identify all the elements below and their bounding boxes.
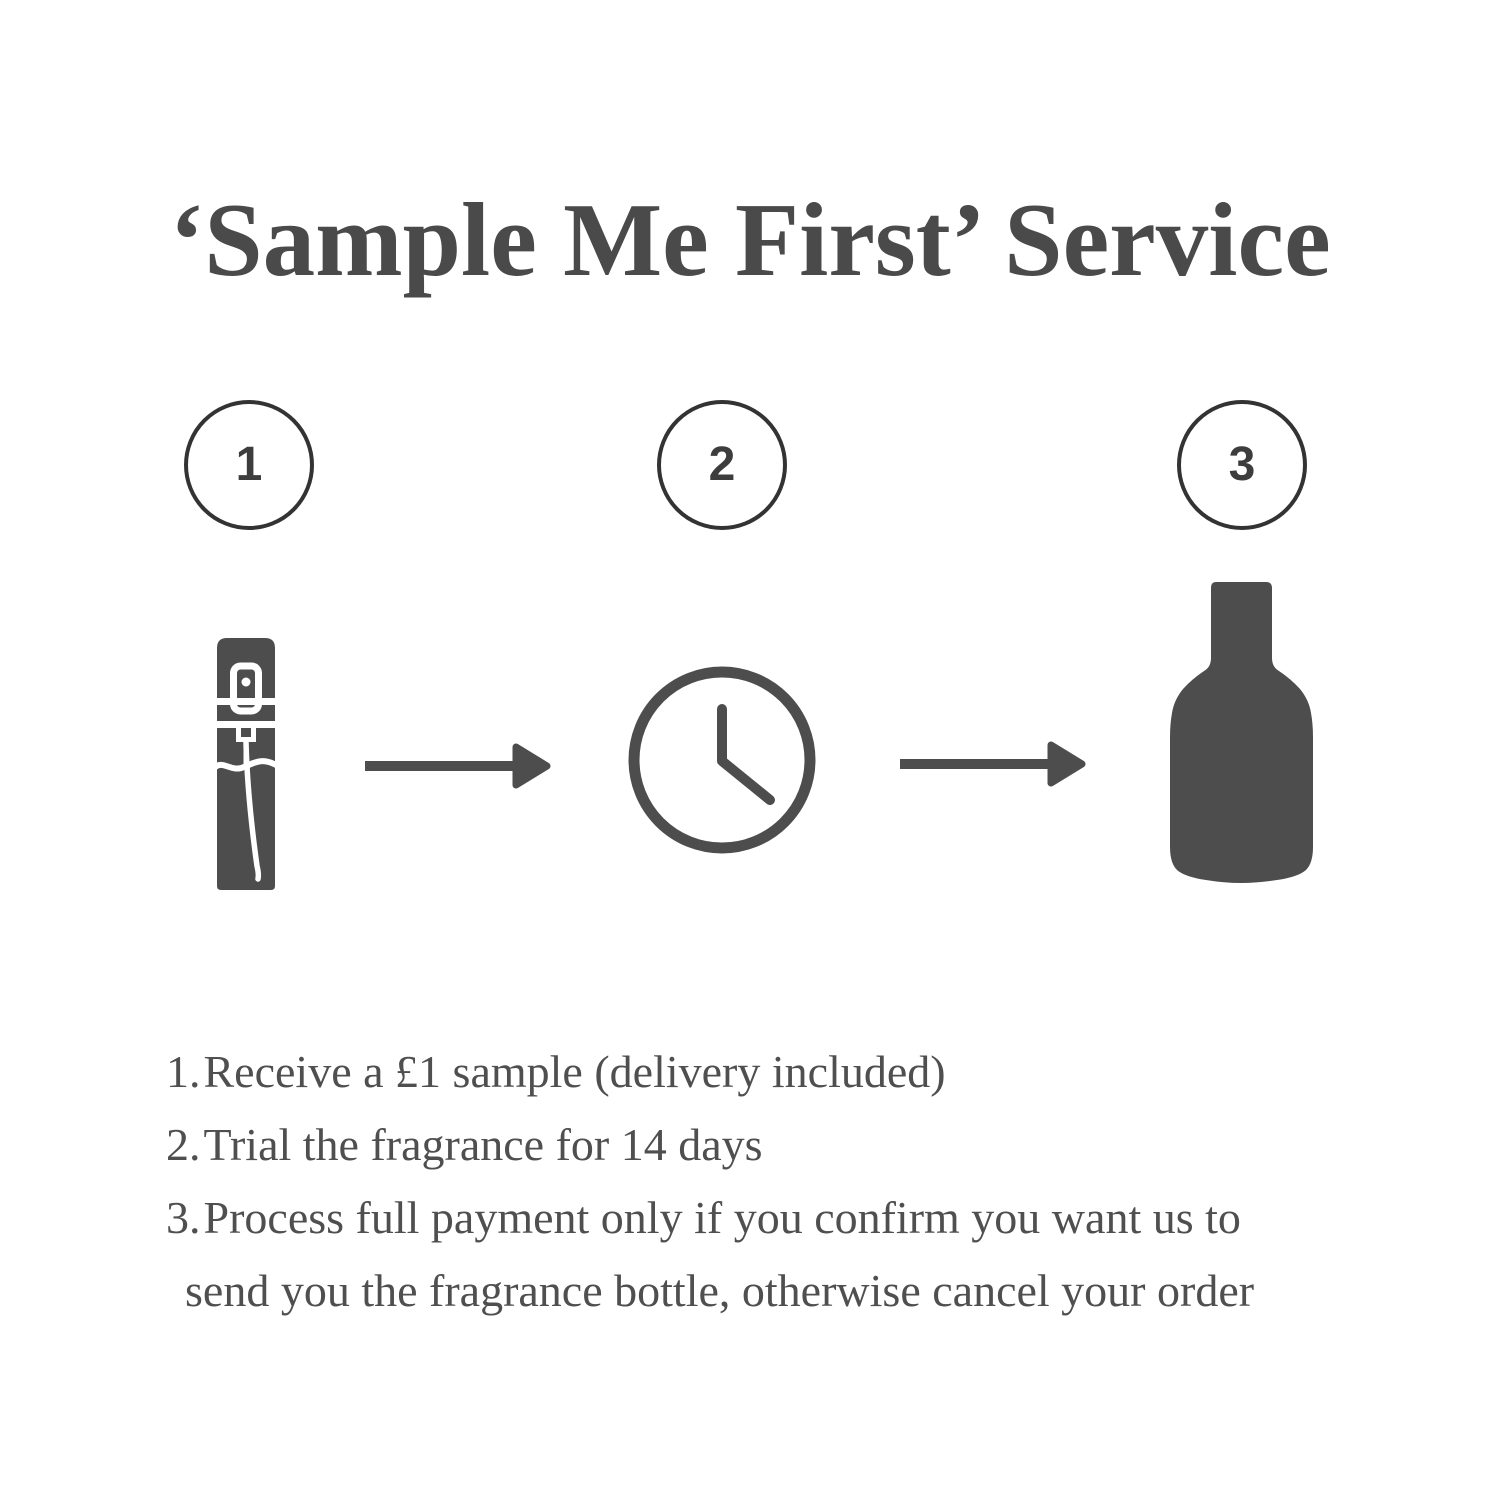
perfume-bottle-icon <box>1170 582 1313 888</box>
instruction-item: 1.Receive a £1 sample (delivery included… <box>166 1035 1381 1108</box>
arrow-right-icon <box>363 741 553 796</box>
instruction-line: Trial the fragrance for 14 days <box>203 1119 763 1170</box>
instructions-list: 1.Receive a £1 sample (delivery included… <box>166 1035 1381 1327</box>
page-title: ‘Sample Me First’ Service <box>169 181 1331 299</box>
instruction-item: 2.Trial the fragrance for 14 days <box>166 1108 1381 1181</box>
instruction-item: 3.Process full payment only if you confi… <box>166 1181 1381 1327</box>
instruction-number: 2. <box>166 1119 201 1170</box>
step-number: 2 <box>708 438 736 491</box>
step-circle-2: 2 <box>657 400 787 530</box>
step-number: 3 <box>1228 438 1256 491</box>
step-circle-1: 1 <box>184 400 314 530</box>
arrow-right-icon <box>898 739 1088 794</box>
clock-icon <box>627 665 817 860</box>
instruction-number: 3. <box>166 1192 201 1243</box>
instruction-number: 1. <box>166 1046 201 1097</box>
step-number: 1 <box>235 438 263 491</box>
step-circle-3: 3 <box>1177 400 1307 530</box>
instruction-line: Receive a £1 sample (delivery included) <box>203 1046 946 1097</box>
instruction-line: Process full payment only if you confirm… <box>203 1192 1241 1243</box>
sample-vial-icon <box>211 638 280 895</box>
instruction-line: send you the fragrance bottle, otherwise… <box>185 1265 1255 1316</box>
